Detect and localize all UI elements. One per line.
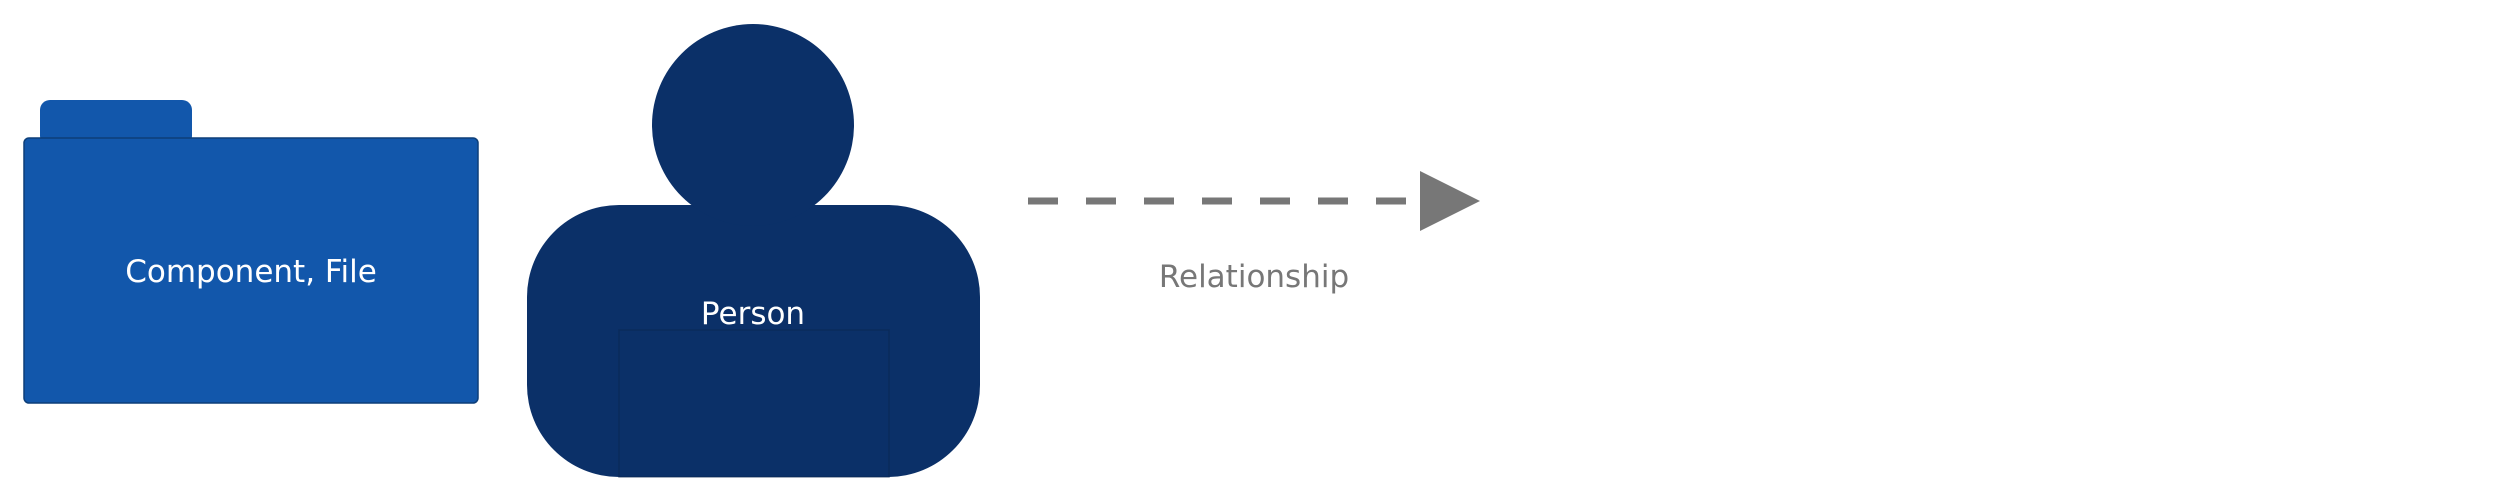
person-body-inner-line	[618, 329, 890, 478]
component-file-body	[23, 137, 479, 404]
relationship-label: Relationship	[1159, 259, 1349, 295]
person-label: Person	[701, 296, 805, 332]
relationship-edge: Relationship	[1028, 171, 1480, 295]
component-file-tab	[40, 100, 192, 146]
person-head	[652, 24, 854, 226]
component-file-label: Component, File	[125, 254, 377, 290]
person-shape: Person	[527, 24, 980, 478]
component-file-shape: Component, File	[23, 100, 479, 404]
relationship-arrowhead	[1420, 171, 1480, 231]
person-body	[527, 205, 980, 477]
